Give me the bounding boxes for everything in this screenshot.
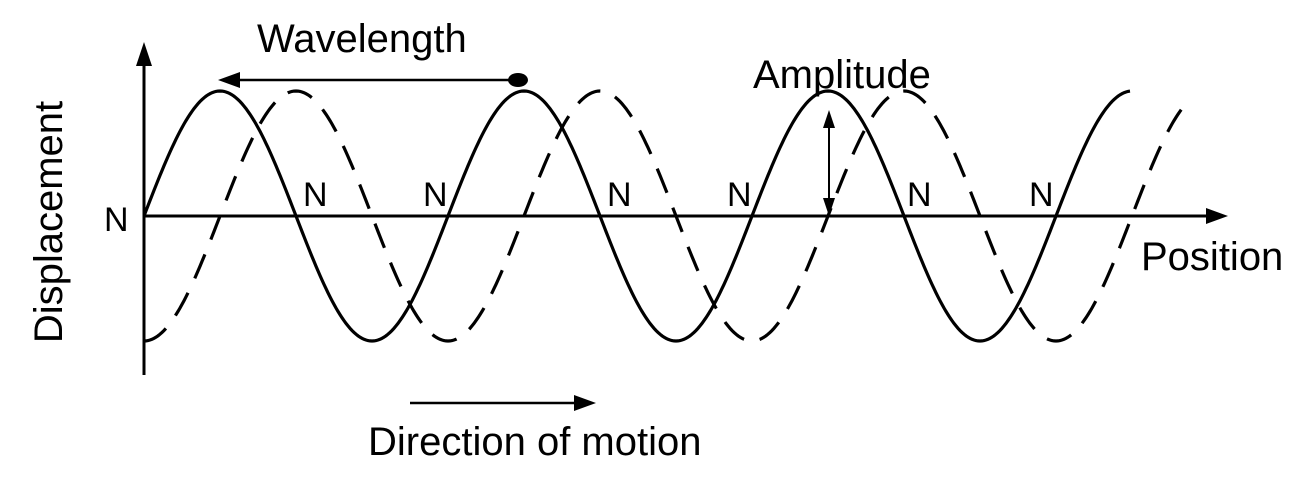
x-axis-arrowhead	[1206, 208, 1228, 224]
direction-label: Direction of motion	[368, 420, 701, 464]
node-label: N	[607, 176, 632, 214]
position-label: Position	[1141, 235, 1283, 279]
wavelength-arrowhead	[218, 72, 240, 88]
amplitude-label: Amplitude	[753, 53, 931, 97]
solid-wave-curve	[142, 89, 1131, 343]
wavelength-endpoint-dot	[508, 73, 528, 87]
wavelength-label: Wavelength	[257, 17, 467, 61]
node-label: N	[727, 176, 752, 214]
node-label: N	[423, 176, 448, 214]
node-label: N	[1029, 176, 1054, 214]
y-axis-arrowhead	[136, 42, 152, 66]
y-axis-label: Displacement	[27, 101, 71, 343]
amplitude-arrowhead-top	[823, 110, 835, 128]
node-label: N	[104, 201, 129, 239]
amplitude-arrowhead-bottom	[823, 198, 835, 216]
node-label: N	[907, 176, 932, 214]
node-label: N	[303, 176, 328, 214]
direction-arrowhead	[574, 395, 596, 411]
